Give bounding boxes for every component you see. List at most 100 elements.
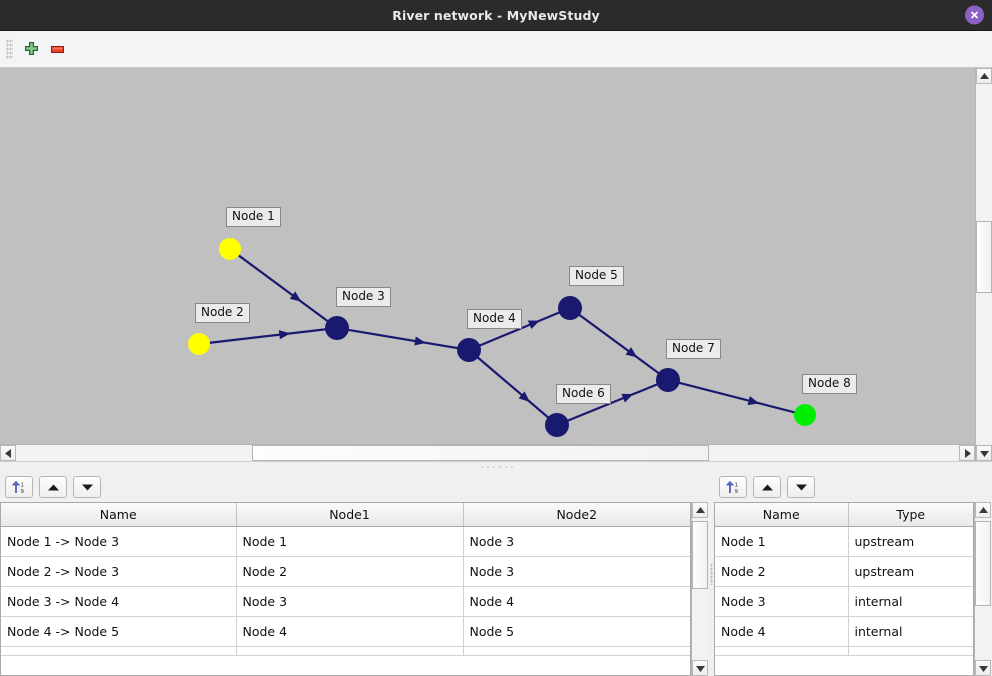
branch-vscroll-up-arrow[interactable] [692, 502, 708, 518]
branch-vscroll-track[interactable] [692, 518, 708, 660]
table-cell[interactable]: upstream [848, 526, 973, 557]
graph-edge[interactable] [478, 311, 561, 347]
graph-node-label[interactable]: Node 1 [226, 207, 281, 227]
table-column-header[interactable]: Name [1, 503, 237, 527]
pane-splitter[interactable] [0, 461, 992, 472]
table-cell[interactable] [236, 646, 464, 656]
arrow-down-icon[interactable] [73, 476, 101, 498]
table-cell[interactable]: Node 2 [236, 556, 464, 587]
table-cell[interactable] [848, 646, 973, 656]
table-cell[interactable]: Node 3 [463, 526, 690, 557]
table-cell[interactable]: Node 4 -> Node 5 [1, 616, 237, 647]
branch-vscroll-thumb[interactable] [692, 520, 708, 589]
node-arrow-up-icon[interactable] [753, 476, 781, 498]
branch-toolbar: 1 9 [0, 472, 709, 502]
graph-node-label[interactable]: Node 4 [467, 309, 522, 329]
graph-edge[interactable] [578, 313, 660, 375]
remove-minus-icon[interactable] [44, 36, 70, 62]
sort-ascending-icon[interactable]: 1 9 [5, 476, 33, 498]
pane-vertical-splitter[interactable] [709, 472, 714, 676]
node-table-vscrollbar[interactable] [974, 502, 991, 676]
vscroll-up-arrow[interactable] [976, 68, 992, 84]
table-cell[interactable]: Node 4 [463, 586, 690, 617]
graph-node[interactable] [219, 238, 241, 260]
hscroll-thumb[interactable] [251, 445, 710, 461]
graph-node[interactable] [558, 296, 582, 320]
table-cell[interactable]: Node 2 [715, 556, 849, 587]
node-vscroll-up-arrow[interactable] [975, 502, 991, 518]
pane-vertical-splitter-grip[interactable] [710, 563, 713, 585]
add-plus-icon[interactable] [18, 36, 44, 62]
graph-edge[interactable] [208, 328, 327, 344]
table-cell[interactable]: Node 2 -> Node 3 [1, 556, 237, 587]
graph-node[interactable] [794, 404, 816, 426]
table-column-header[interactable]: Name [715, 503, 849, 527]
graph-node-label[interactable]: Node 6 [556, 384, 611, 404]
table-cell[interactable]: Node 1 [236, 526, 464, 557]
table-row[interactable] [715, 646, 973, 656]
table-cell[interactable]: Node 1 [715, 526, 849, 557]
vscroll-down-arrow[interactable] [976, 445, 992, 461]
table-cell[interactable]: Node 3 [463, 556, 690, 587]
node-arrow-down-icon[interactable] [787, 476, 815, 498]
vscroll-track[interactable] [976, 84, 992, 445]
graph-edge[interactable] [476, 356, 550, 419]
graph-node[interactable] [457, 338, 481, 362]
arrow-up-icon[interactable] [39, 476, 67, 498]
network-canvas[interactable]: Node 1 Node 2 Node 3 Node 4 Node 5 Node 6 Node… [0, 68, 975, 444]
graph-node[interactable] [656, 368, 680, 392]
table-column-header[interactable]: Node1 [236, 503, 464, 527]
vscroll-thumb[interactable] [976, 221, 992, 294]
close-icon[interactable] [965, 5, 984, 25]
graph-node-label[interactable]: Node 3 [336, 287, 391, 307]
graph-node[interactable] [545, 413, 569, 437]
canvas-hscrollbar[interactable] [0, 444, 975, 461]
table-column-header[interactable]: Type [848, 503, 973, 527]
splitter-grip[interactable] [479, 465, 513, 469]
graph-edge[interactable] [566, 383, 659, 422]
toolbar-drag-handle[interactable] [6, 39, 13, 59]
node-vscroll-down-arrow[interactable] [975, 660, 991, 676]
table-cell[interactable]: internal [848, 586, 973, 617]
table-cell[interactable]: Node 5 [463, 616, 690, 647]
hscroll-track[interactable] [16, 445, 959, 461]
table-cell[interactable]: Node 1 -> Node 3 [1, 526, 237, 557]
table-cell[interactable] [1, 646, 237, 656]
table-column-header[interactable]: Node2 [463, 503, 690, 527]
graph-node-label[interactable]: Node 7 [666, 339, 721, 359]
graph-node[interactable] [188, 333, 210, 355]
table-row[interactable] [1, 646, 690, 656]
graph-node[interactable] [325, 316, 349, 340]
table-cell[interactable]: Node 3 [715, 586, 849, 617]
table-cell[interactable] [715, 646, 849, 656]
graph-edge[interactable] [347, 328, 459, 350]
table-cell[interactable]: upstream [848, 556, 973, 587]
canvas-vscrollbar[interactable] [975, 68, 992, 461]
table-cell[interactable] [463, 646, 690, 656]
graph-node-label[interactable]: Node 8 [802, 374, 857, 394]
node-vscroll-thumb[interactable] [975, 520, 991, 607]
table-cell[interactable]: Node 4 [236, 616, 464, 647]
branch-vscroll-down-arrow[interactable] [692, 660, 708, 676]
graph-edge[interactable] [678, 381, 796, 414]
table-cell[interactable]: internal [848, 616, 973, 647]
hscroll-right-arrow[interactable] [959, 445, 975, 461]
hscroll-left-arrow[interactable] [0, 445, 16, 461]
table-cell[interactable]: Node 4 [715, 616, 849, 647]
node-sort-ascending-icon[interactable]: 1 9 [719, 476, 747, 498]
branch-table-vscrollbar[interactable] [691, 502, 708, 676]
graph-node-label[interactable]: Node 5 [569, 266, 624, 286]
graph-edge[interactable] [237, 254, 329, 323]
table-cell[interactable]: Node 3 [236, 586, 464, 617]
node-vscroll-track[interactable] [975, 518, 991, 660]
graph-node-label[interactable]: Node 2 [195, 303, 250, 323]
table-cell[interactable]: Node 3 -> Node 4 [1, 586, 237, 617]
